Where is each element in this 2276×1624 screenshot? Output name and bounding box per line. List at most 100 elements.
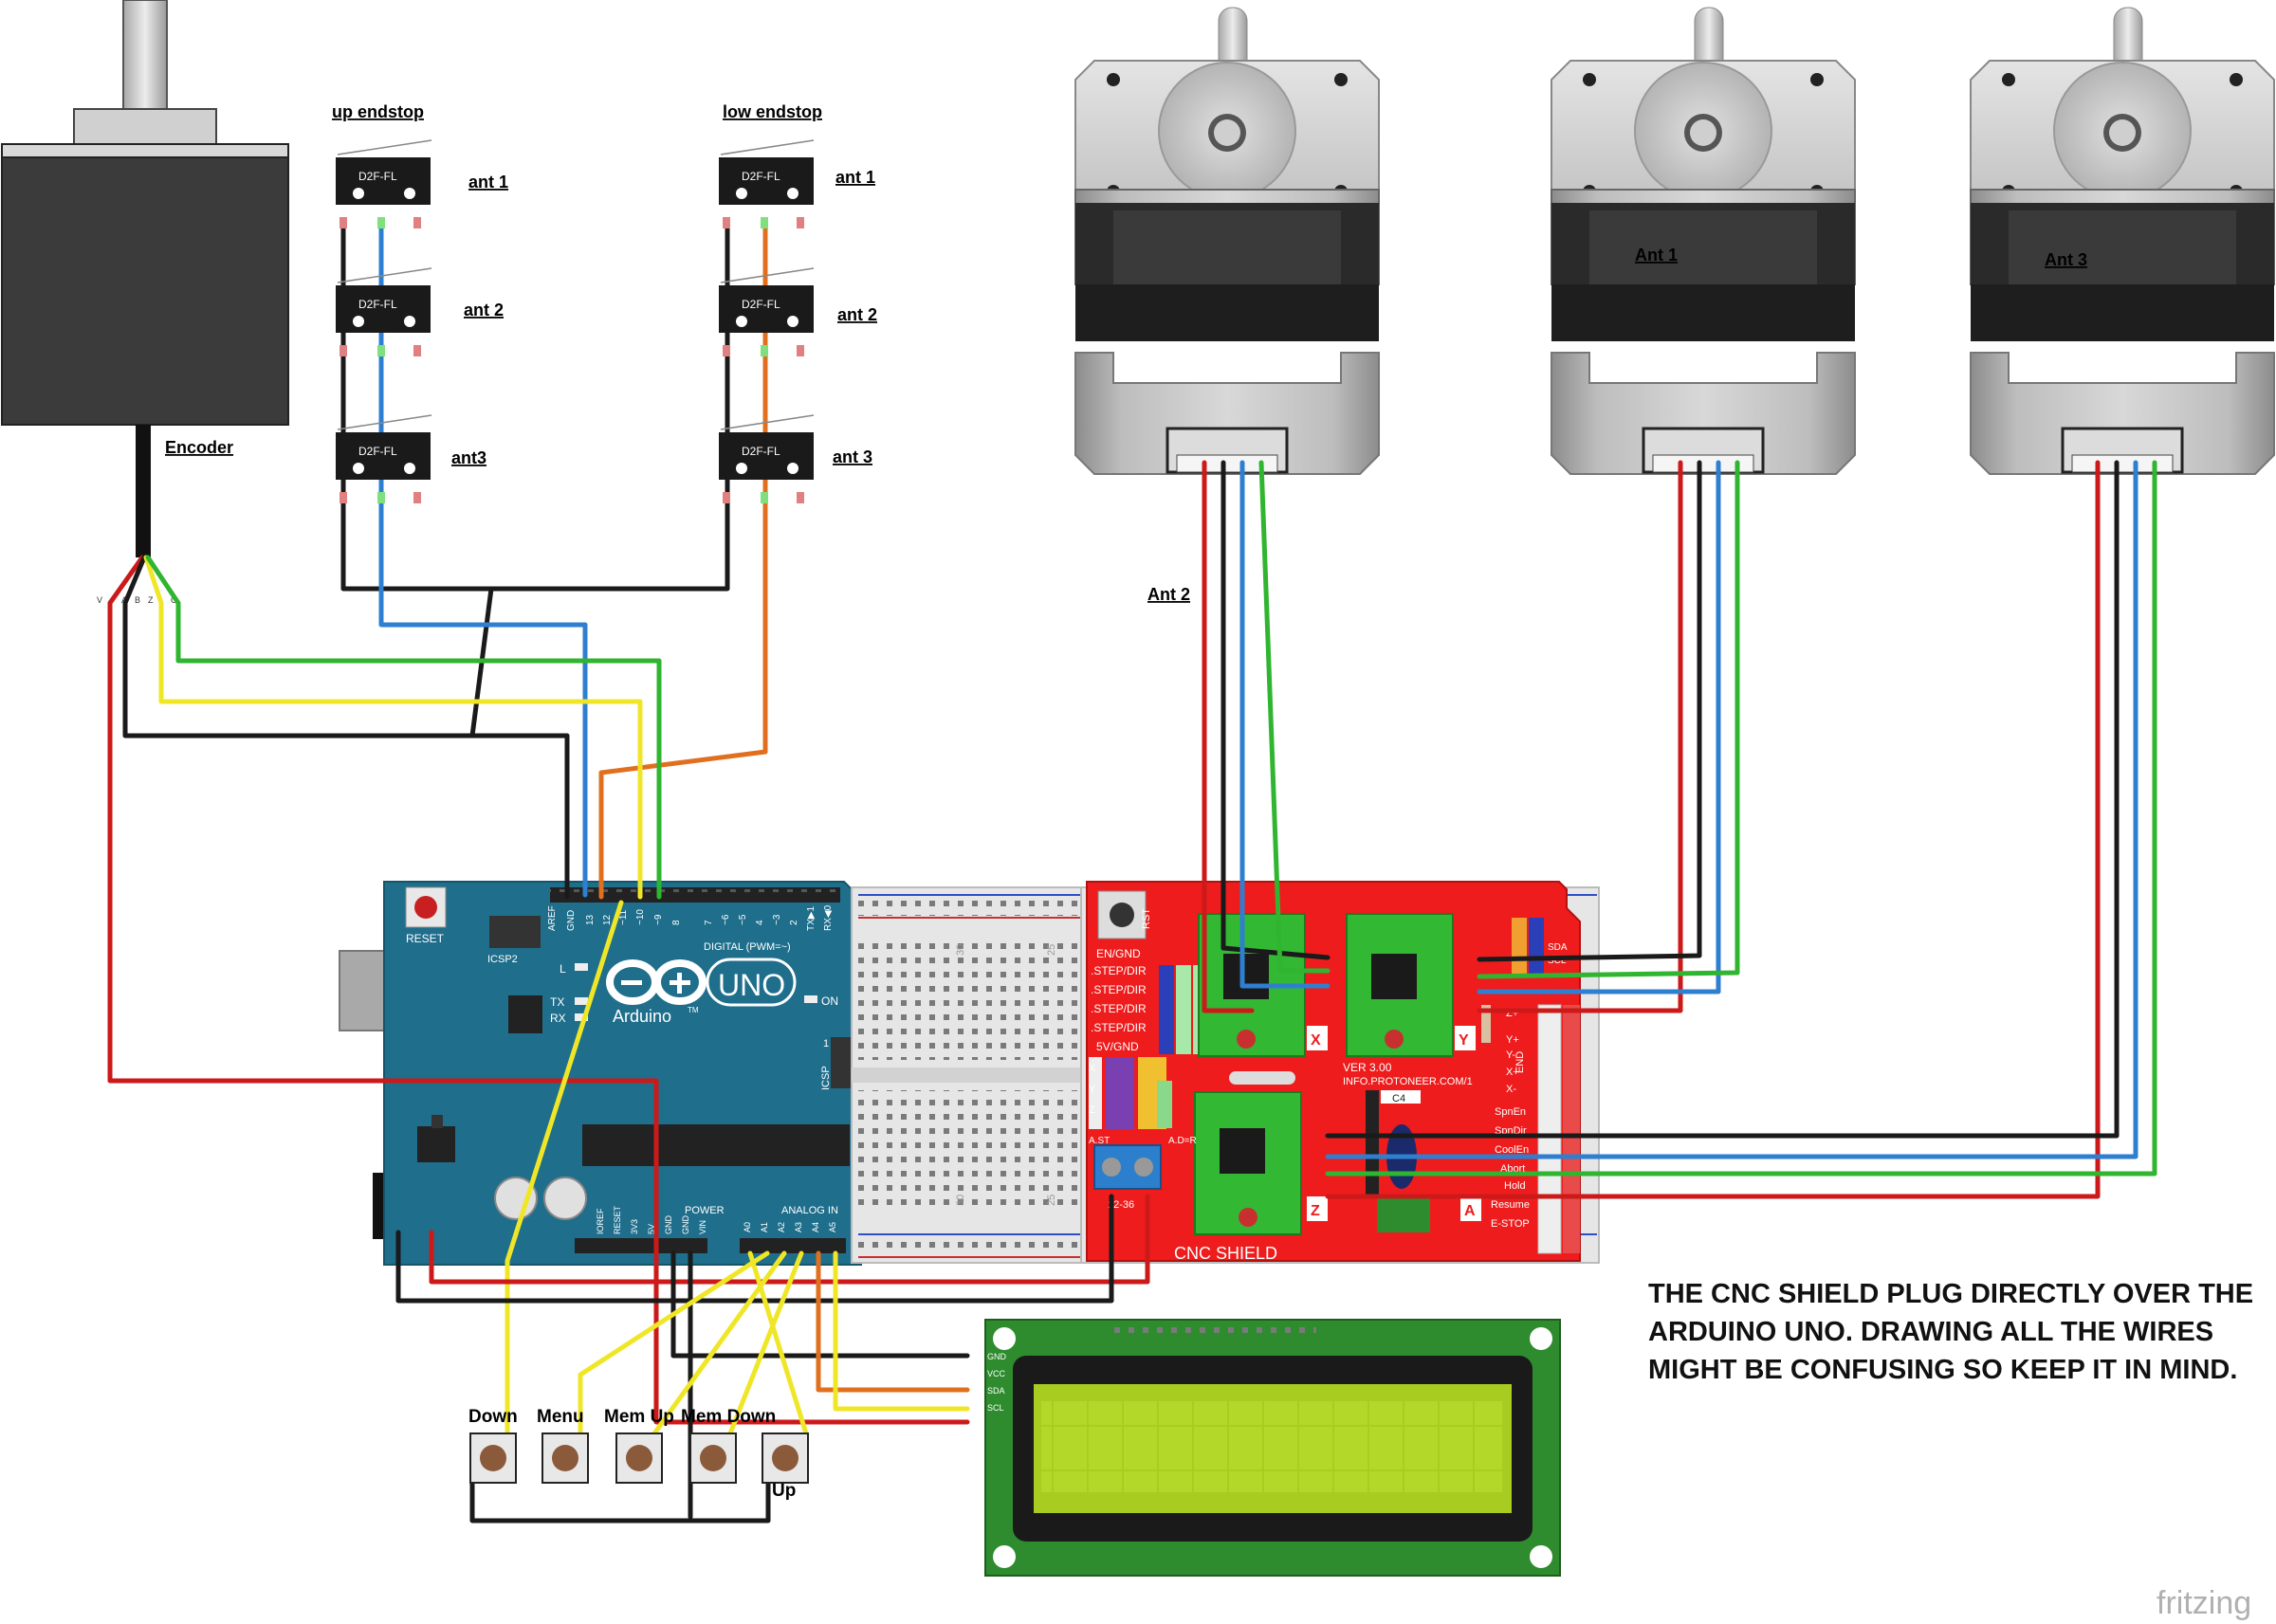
wire-encoder-vcc bbox=[107, 555, 970, 1425]
low-endstop-switch-2: D2F-FL bbox=[719, 267, 815, 356]
cnc-version: VER 3.00 bbox=[1343, 1061, 1392, 1074]
pin-6: ~6 bbox=[721, 914, 731, 925]
cnc-axis-z: Z bbox=[1089, 1104, 1095, 1116]
switch-part-label: D2F-FL bbox=[742, 170, 780, 183]
lcd-pin-gnd: GND bbox=[987, 1352, 1007, 1361]
led-rx bbox=[575, 1013, 588, 1021]
regulator-tab bbox=[431, 1115, 443, 1128]
cnc-label-estop: E-STOP bbox=[1491, 1218, 1530, 1230]
cnc-label-yminus: Y- bbox=[1506, 1049, 1515, 1061]
low-endstop-ant1-label: ant 1 bbox=[835, 168, 875, 187]
capacitor-2 bbox=[543, 1177, 587, 1220]
analog-label: ANALOG IN bbox=[781, 1205, 838, 1216]
pin-2: 2 bbox=[789, 920, 799, 925]
up-endstop-ant1-label: ant 1 bbox=[468, 173, 508, 192]
pin-4: 4 bbox=[755, 920, 765, 925]
cnc-ador: A.D=R bbox=[1168, 1136, 1197, 1146]
atmega-chip bbox=[582, 1124, 850, 1166]
wire-power-gnd bbox=[395, 1194, 1114, 1304]
power-label: POWER bbox=[685, 1205, 725, 1216]
lcd-pin-sda: SDA bbox=[987, 1386, 1005, 1396]
arduino-wordmark: Arduino bbox=[613, 1007, 671, 1026]
bb-num-30-bottom: 30 bbox=[955, 1195, 966, 1206]
led-tx-label: TX bbox=[550, 995, 564, 1009]
lcd-characters bbox=[1041, 1401, 1502, 1492]
cnc-label-spnen: SpnEn bbox=[1495, 1106, 1526, 1118]
encoder-label: Encoder bbox=[165, 438, 233, 457]
wire-lcd-sda bbox=[816, 1250, 970, 1393]
button-mem-down[interactable] bbox=[689, 1432, 737, 1484]
cnc-reset-knob bbox=[1110, 903, 1134, 927]
motor-label-ant1: Ant 1 bbox=[1635, 246, 1678, 265]
pin-3v3: 3V3 bbox=[630, 1219, 639, 1234]
analog-header bbox=[740, 1238, 846, 1253]
driver-a-marker bbox=[1460, 1196, 1481, 1221]
wire-motor-ant1-blue bbox=[1477, 460, 1721, 994]
led-tx bbox=[575, 997, 588, 1005]
pin-8: 8 bbox=[671, 920, 682, 925]
analog-pin-labels: A0 A1 A2 A3 A4 A5 bbox=[743, 1222, 837, 1232]
arduino-logo: UNO Arduino TM bbox=[606, 958, 797, 1026]
cnc-resistor bbox=[1481, 1005, 1491, 1043]
cnc-jumpers bbox=[1377, 1198, 1430, 1232]
switch-part-label: D2F-FL bbox=[742, 445, 780, 458]
arduino-tm: TM bbox=[688, 1006, 699, 1014]
pin-a2: A2 bbox=[777, 1222, 786, 1232]
button-label-mem-down: Mem Down bbox=[681, 1407, 776, 1427]
power-header bbox=[575, 1238, 707, 1253]
driver-z-label: Z bbox=[1311, 1203, 1320, 1219]
icsp2-label: ICSP2 bbox=[487, 954, 518, 965]
pin-13: 13 bbox=[585, 914, 596, 925]
lcd-pin-vcc: VCC bbox=[987, 1369, 1006, 1378]
pin-tx1: TX▶1 bbox=[806, 906, 817, 931]
wire-motor-ant2-green bbox=[1258, 460, 1331, 974]
pin-9: ~9 bbox=[653, 914, 664, 925]
wire-button-menu bbox=[578, 1250, 770, 1436]
pin-gnd-a: GND bbox=[664, 1215, 673, 1235]
up-endstop-ant2-label: ant 2 bbox=[464, 301, 504, 319]
wire-motor-ant1-black bbox=[1477, 460, 1702, 962]
button-mem-up[interactable] bbox=[615, 1432, 663, 1484]
button-up[interactable] bbox=[762, 1432, 809, 1484]
stepper-motor-ant3 bbox=[1970, 7, 2275, 475]
pin-aref: AREF bbox=[547, 905, 558, 931]
button-menu[interactable] bbox=[541, 1432, 589, 1484]
cnc-ic-strip bbox=[1366, 1090, 1379, 1195]
up-endstop-ant3-label: ant3 bbox=[451, 448, 486, 467]
cnc-label-coolen: CoolEn bbox=[1495, 1144, 1529, 1156]
low-endstop-ant2-label: ant 2 bbox=[837, 305, 877, 324]
pin-12: 12 bbox=[602, 914, 613, 925]
lcd-top-pins bbox=[1110, 1322, 1316, 1335]
cnc-rst-label: RST bbox=[1141, 908, 1152, 929]
note-line-2: ARDUINO UNO. DRAWING ALL THE WIRES bbox=[1648, 1317, 2213, 1347]
wire-motor-ant2-red bbox=[1202, 460, 1255, 1013]
digital-header-holes bbox=[550, 889, 840, 901]
cnc-5v-gnd: 5V/GND bbox=[1096, 1040, 1139, 1053]
wire-lcd-gnd bbox=[670, 1250, 970, 1359]
up-endstop-switches: D2F-FL D2F-FL D2F-FL bbox=[336, 139, 432, 503]
encoder-shaft bbox=[122, 0, 168, 113]
wire-motor-ant2-black bbox=[1221, 460, 1331, 960]
pin-5v: 5V bbox=[647, 1224, 656, 1234]
encoder-body bbox=[1, 156, 289, 426]
wire-button-up bbox=[747, 1250, 809, 1436]
led-on-label: ON bbox=[821, 994, 838, 1008]
wire-encoder-gnd bbox=[122, 555, 570, 900]
pin-a0: A0 bbox=[743, 1222, 752, 1232]
bb-num-25-bottom: 25 bbox=[1046, 1195, 1057, 1206]
wire-endstop-ground bbox=[340, 219, 730, 592]
pin-a4: A4 bbox=[811, 1222, 820, 1232]
note-text: THE CNC SHIELD PLUG DIRECTLY OVER THE AR… bbox=[1648, 1279, 2253, 1385]
button-label-up: Up bbox=[772, 1481, 796, 1501]
note-line-1: THE CNC SHIELD PLUG DIRECTLY OVER THE bbox=[1648, 1279, 2253, 1309]
reset-label: RESET bbox=[406, 932, 445, 945]
cnc-right-header-pins bbox=[1563, 1005, 1580, 1253]
arduino-uno: RESET ICSP2 AREF GND 13 12 ~11 ~10 ~9 8 … bbox=[339, 881, 878, 1266]
digital-label: DIGITAL (PWM=~) bbox=[704, 941, 791, 953]
pin-gnd-b: GND bbox=[681, 1215, 690, 1235]
wire-button-down bbox=[505, 900, 624, 1436]
button-down[interactable] bbox=[469, 1432, 517, 1484]
wire-motor-ant3-black bbox=[1325, 460, 2120, 1139]
wire-motor-ant1-red bbox=[1477, 460, 1683, 1013]
cnc-sda: SDA bbox=[1548, 942, 1568, 953]
